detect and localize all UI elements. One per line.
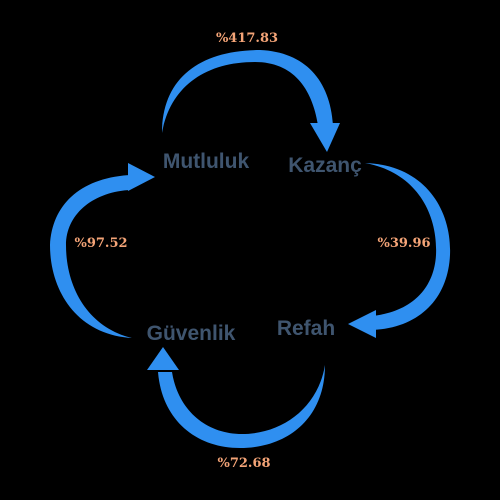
node-mutluluk: Mutluluk: [163, 150, 250, 173]
edge-label-kazanc-refah: %39.96: [377, 236, 430, 251]
edge-label-refah-guvenlik: %72.68: [217, 456, 270, 471]
edge-label-guvenlik-mutluluk: %97.52: [74, 236, 127, 251]
node-refah: Refah: [277, 317, 335, 340]
edge-label-mutluluk-kazanc: %417.83: [216, 31, 278, 46]
arrow-mutluluk-to-kazanc: [162, 50, 340, 152]
node-guvenlik: Güvenlik: [147, 322, 236, 345]
arrow-refah-to-guvenlik: [147, 347, 325, 448]
arrow-guvenlik-to-mutluluk: [50, 163, 155, 338]
node-kazanc: Kazanç: [288, 154, 362, 177]
arrow-kazanc-to-refah: [348, 163, 451, 338]
